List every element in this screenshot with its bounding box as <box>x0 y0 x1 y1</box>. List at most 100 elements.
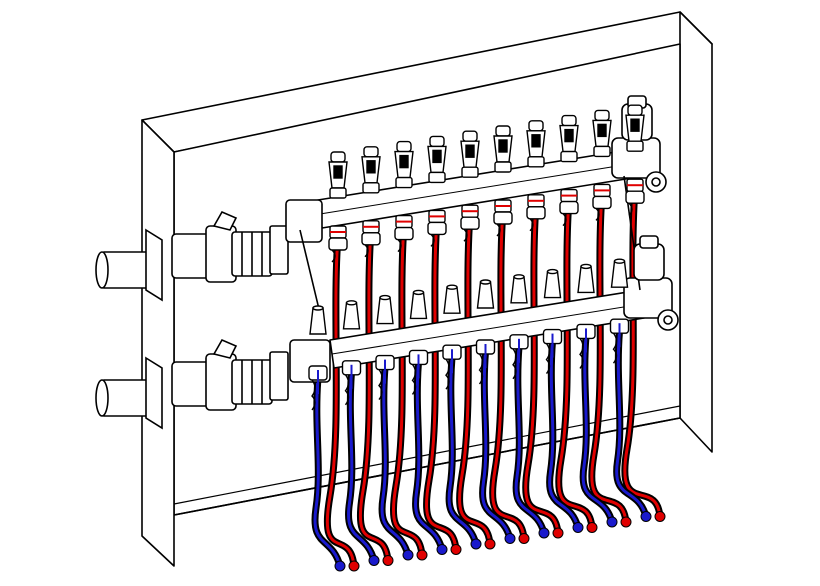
supply-connector <box>559 200 579 227</box>
inlet-pipes <box>95 228 163 430</box>
return-pipe-line <box>581 334 614 524</box>
actuator-cap <box>376 294 394 325</box>
actuator-cap <box>409 289 428 320</box>
outlet-pipe <box>345 227 394 566</box>
supply-pipe-line <box>458 213 492 546</box>
supply-pipe-line <box>325 234 356 568</box>
supply-pipe-line <box>425 218 458 551</box>
supply-outlet-fitting <box>494 199 512 213</box>
supply-pipe-line <box>557 198 594 529</box>
return-pipe-line <box>447 355 478 546</box>
return-inlet-pipe <box>95 356 163 430</box>
return-pipe-line <box>347 371 376 562</box>
pipe-end <box>470 538 482 550</box>
supply-connector <box>592 195 612 221</box>
actuator-cap <box>543 268 562 299</box>
cabinet-left-side <box>141 119 175 567</box>
return-pipe-line <box>514 345 546 535</box>
pipe-end <box>450 544 462 555</box>
return-pipe-line <box>481 350 512 540</box>
supply-pipe-line <box>391 224 424 557</box>
actuator-cap <box>443 284 461 314</box>
return-outlet-fitting <box>408 349 429 395</box>
pipe-end <box>538 527 550 539</box>
pipe-end <box>436 544 448 555</box>
outlet-pipe <box>311 232 360 572</box>
pipe-end <box>654 511 666 522</box>
supply-pipe-line <box>491 208 526 540</box>
flow-meter <box>625 104 645 152</box>
outlet-pipe <box>613 185 666 522</box>
pipe-end <box>586 522 598 533</box>
flow-meter <box>328 151 348 199</box>
flow-meter <box>526 120 546 168</box>
return-outlet-fitting <box>375 354 395 401</box>
flow-meter <box>592 109 612 158</box>
return-outlet-fitting <box>341 360 362 406</box>
outlet-pipe <box>512 201 564 539</box>
outlet-pipe-group <box>311 185 666 572</box>
supply-outlet-fitting <box>362 220 380 234</box>
actuator-cap <box>577 263 595 294</box>
supply-inlet-pipe <box>95 228 163 302</box>
outlet-pipe <box>479 206 530 544</box>
return-outlet-fitting <box>308 365 328 411</box>
supply-outlet-fitting <box>527 194 545 208</box>
return-outlet-fitting <box>542 328 563 375</box>
outlet-group <box>308 104 645 411</box>
flow-meter <box>361 146 381 194</box>
cabinet-right-face <box>679 11 713 453</box>
return-outlet-fitting <box>576 323 596 369</box>
return-pipe-line <box>380 366 410 557</box>
actuator-cap <box>342 300 361 330</box>
supply-outlet-fitting <box>329 225 347 239</box>
supply-connector <box>460 216 480 242</box>
supply-connector <box>328 237 348 263</box>
pipe-end <box>620 516 632 528</box>
pipe-end <box>572 522 584 533</box>
air-vent <box>633 235 679 331</box>
pipe-end <box>402 549 414 561</box>
outlet-pipe <box>445 211 496 550</box>
pipe-end <box>640 511 652 522</box>
supply-outlet-fitting <box>626 178 644 192</box>
return-ball-valve <box>171 338 289 411</box>
supply-outlet-fitting <box>560 188 578 203</box>
pipe-end <box>334 560 346 572</box>
supply-connector <box>394 226 414 253</box>
supply-pipe-line <box>623 187 662 518</box>
pipe-end <box>518 533 530 544</box>
pipe-end <box>504 533 516 544</box>
return-outlet-fitting <box>442 344 462 390</box>
supply-outlet-fitting <box>593 183 611 198</box>
pipe-end <box>606 516 618 528</box>
supply-pipe-line <box>524 203 560 535</box>
pipe-end <box>382 555 394 566</box>
flow-meter <box>493 125 513 173</box>
pipe-end <box>484 538 496 550</box>
flow-meter <box>460 130 480 178</box>
supply-connector <box>493 211 513 237</box>
pipe-end <box>552 527 564 539</box>
return-outlet-fitting <box>475 339 496 385</box>
actuator-cap <box>476 279 495 309</box>
flow-meter <box>427 135 447 184</box>
actuator-cap <box>510 274 528 304</box>
actuator-cap <box>309 305 327 335</box>
supply-outlet-fitting <box>461 204 479 218</box>
supply-outlet-fitting <box>395 214 413 229</box>
pipe-end <box>368 555 380 566</box>
flow-meter <box>559 114 579 163</box>
supply-ball-valve <box>171 210 289 283</box>
return-outlet-fitting <box>509 334 529 380</box>
return-outlet-fitting <box>609 318 630 364</box>
pipe-end <box>416 549 428 561</box>
supply-connector <box>427 221 447 247</box>
supply-outlet-fitting <box>428 209 446 224</box>
outlet-pipe <box>546 196 598 533</box>
supply-pipe-line <box>590 192 628 524</box>
outlet-pipe <box>412 216 462 555</box>
supply-manifold-bar <box>285 137 661 243</box>
